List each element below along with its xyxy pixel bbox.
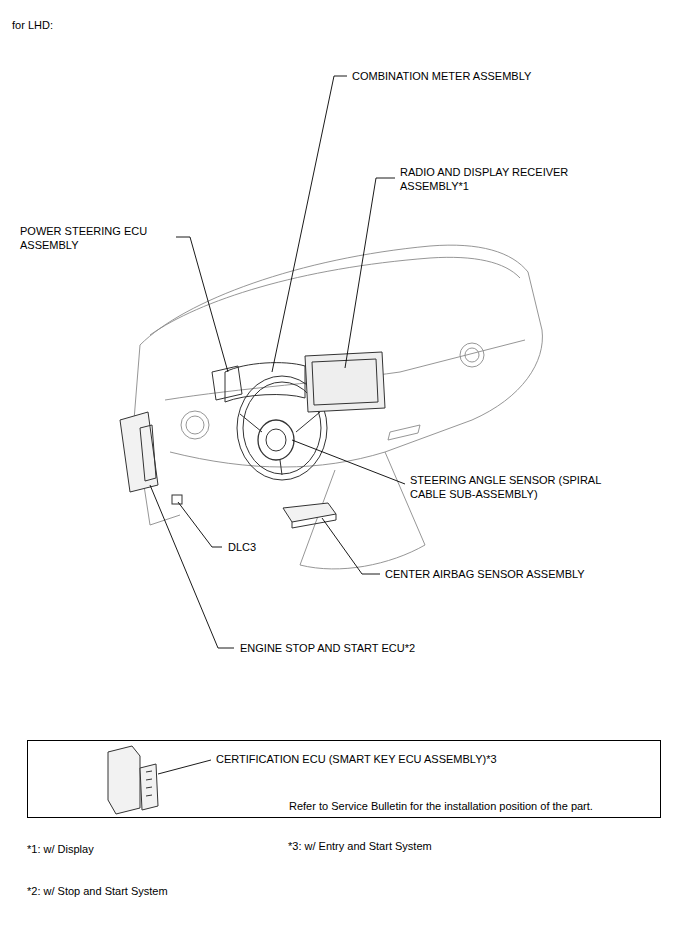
part-label: RADIO AND DISPLAY RECEIVER ASSEMBLY*1 [400, 165, 605, 193]
part-label: POWER STEERING ECU ASSEMBLY [20, 224, 168, 252]
part-label: ENGINE STOP AND START ECU*2 [240, 641, 415, 655]
part-label: CENTER AIRBAG SENSOR ASSEMBLY [385, 567, 585, 581]
part-label: STEERING ANGLE SENSOR (SPIRAL CABLE SUB-… [410, 473, 638, 501]
footnote: *3: w/ Entry and Start System [288, 839, 432, 853]
dashboard-outline [134, 245, 542, 569]
part-label: DLC3 [228, 540, 256, 554]
note-text: Refer to Service Bulletin for the instal… [289, 799, 593, 813]
part-label: CERTIFICATION ECU (SMART KEY ECU ASSEMBL… [216, 752, 497, 766]
certification-ecu-icon [108, 746, 158, 814]
footnote: *2: w/ Stop and Start System [27, 884, 168, 898]
part-label: COMBINATION METER ASSEMBLY [352, 69, 531, 83]
component-shapes [120, 352, 385, 528]
leader-lines [150, 76, 405, 774]
view-heading: for LHD: [12, 18, 53, 32]
reference-box: CERTIFICATION ECU (SMART KEY ECU ASSEMBL… [27, 740, 661, 818]
footnote: *1: w/ Display [27, 842, 94, 856]
